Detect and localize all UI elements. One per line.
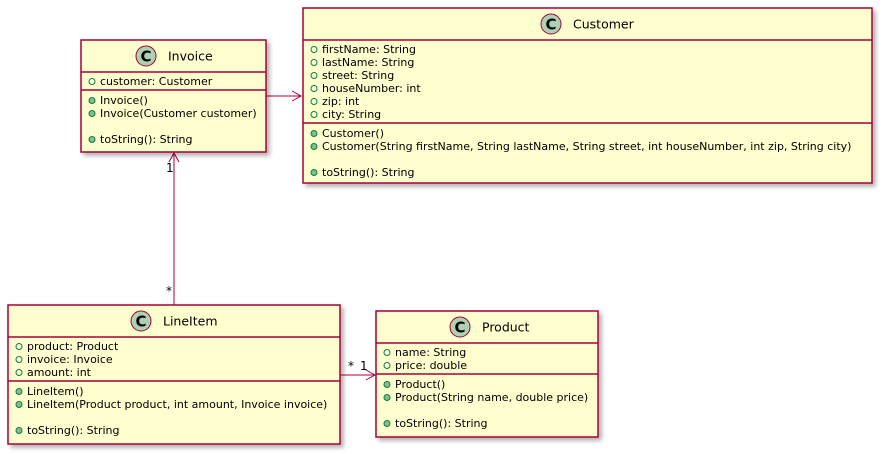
method-lineitem: LineItem(Product product, int amount, In… (27, 398, 327, 411)
public-visibility-icon (15, 369, 23, 376)
attribute-customer: street: String (322, 69, 394, 82)
public-method-icon (383, 420, 391, 427)
class-box-customer (302, 7, 873, 184)
attribute-lineitem: product: Product (27, 340, 119, 353)
class-badge-icon (130, 310, 152, 332)
attribute-product: price: double (395, 359, 467, 372)
class-box-lineitem (7, 304, 341, 445)
public-method-icon (383, 394, 391, 401)
public-method-icon (88, 110, 96, 117)
attribute-product: name: String (395, 346, 466, 359)
public-visibility-icon (310, 111, 318, 118)
multiplicity-product: 1 (360, 359, 368, 373)
class-badge-icon (540, 13, 562, 35)
method-lineitem: toString(): String (27, 424, 120, 437)
public-visibility-icon (383, 349, 391, 356)
class-badge-icon (135, 45, 157, 67)
public-method-icon (15, 388, 23, 395)
attribute-lineitem: amount: int (27, 366, 92, 379)
class-badge-letter: C (135, 313, 146, 331)
public-visibility-icon (310, 46, 318, 53)
public-method-icon (15, 427, 23, 434)
method-product: Product() (395, 378, 445, 391)
class-name-customer: Customer (573, 17, 635, 32)
method-lineitem: LineItem() (27, 385, 84, 398)
multiplicity-invoice: 1 (166, 161, 174, 175)
public-visibility-icon (15, 343, 23, 350)
attribute-customer: lastName: String (322, 56, 414, 69)
class-badge-letter: C (454, 319, 465, 337)
class-badge-icon (449, 316, 471, 338)
attribute-customer: zip: int (322, 95, 360, 108)
attribute-invoice: customer: Customer (100, 75, 213, 88)
class-box-invoice (80, 39, 267, 153)
attribute-customer: city: String (322, 108, 381, 121)
public-method-icon (310, 169, 318, 176)
method-product: toString(): String (395, 417, 488, 430)
multiplicity-lineitem-product: * (348, 359, 354, 373)
multiplicity-lineitem-invoice: * (166, 284, 172, 298)
attribute-customer: houseNumber: int (322, 82, 421, 95)
public-method-icon (15, 401, 23, 408)
public-method-icon (310, 143, 318, 150)
public-visibility-icon (310, 72, 318, 79)
public-visibility-icon (310, 98, 318, 105)
association-lineitem-product: * 1 (340, 359, 377, 381)
public-visibility-icon (383, 362, 391, 369)
class-name-invoice: Invoice (168, 49, 213, 64)
method-invoice: Invoice(Customer customer) (100, 107, 257, 120)
attribute-customer: firstName: String (322, 43, 416, 56)
method-customer: toString(): String (322, 166, 415, 179)
public-visibility-icon (15, 356, 23, 363)
class-name-lineitem: LineItem (163, 314, 218, 329)
attribute-lineitem: invoice: Invoice (27, 353, 113, 366)
method-invoice: Invoice() (100, 94, 148, 107)
association-invoice-customer (266, 90, 303, 102)
public-method-icon (310, 130, 318, 137)
class-name-product: Product (482, 320, 530, 335)
class-badge-letter: C (545, 16, 556, 34)
class-invoice[interactable]: C Invoice customer: CustomerInvoice()Invoi… (80, 39, 267, 153)
public-visibility-icon (310, 59, 318, 66)
public-method-icon (88, 136, 96, 143)
method-invoice: toString(): String (100, 133, 193, 146)
public-visibility-icon (310, 85, 318, 92)
method-customer: Customer(String firstName, String lastNa… (322, 140, 851, 153)
public-method-icon (383, 381, 391, 388)
public-method-icon (88, 97, 96, 104)
association-lineitem-invoice: 1 * (166, 151, 180, 305)
method-product: Product(String name, double price) (395, 391, 588, 404)
method-customer: Customer() (322, 127, 384, 140)
class-badge-letter: C (140, 48, 151, 66)
public-visibility-icon (88, 78, 96, 85)
